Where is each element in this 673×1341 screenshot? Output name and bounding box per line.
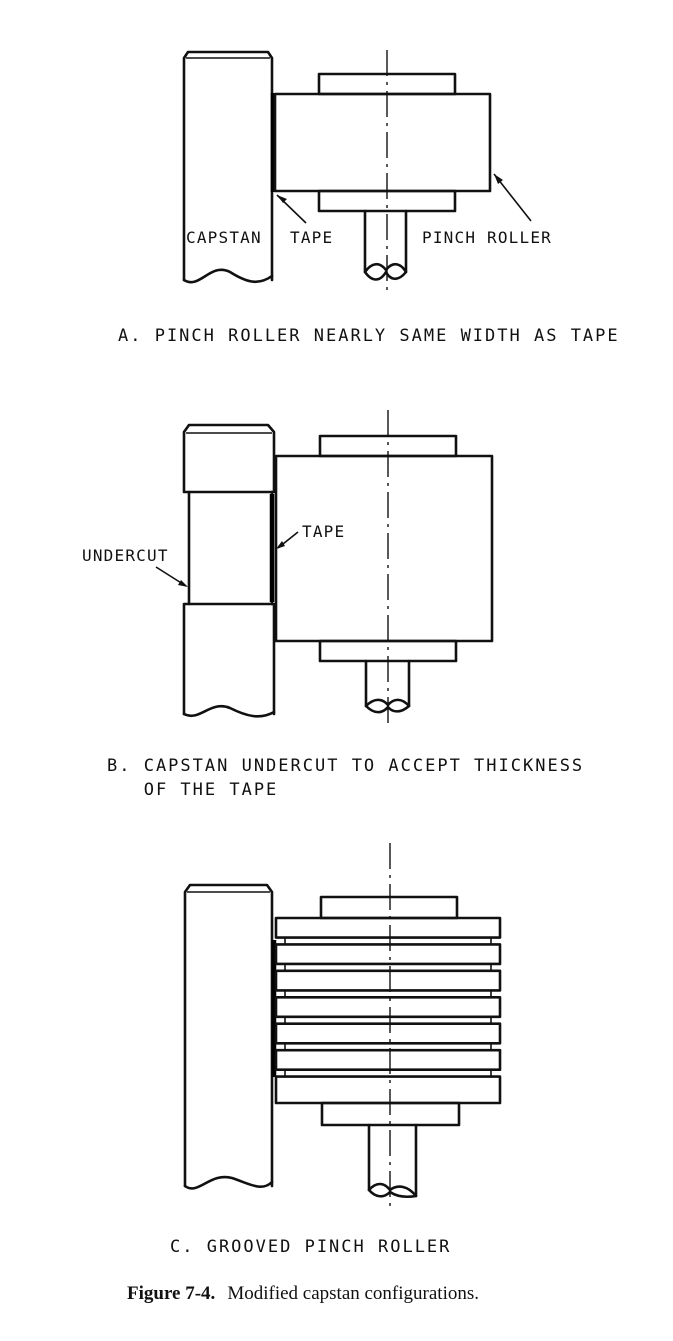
roller-band [274,943,502,966]
axle-break-line [363,262,408,281]
undercut-arrow-icon [178,580,188,587]
roller-grooves [284,936,492,1078]
roller-band [274,1075,502,1105]
roller-axle [364,659,411,708]
label-pinch-roller: PINCH ROLLER [422,228,552,247]
tape-arrow-icon [276,541,285,549]
roller-band [274,1048,502,1071]
roller-band [274,916,502,939]
pinch-roller [273,92,492,193]
panel-c: C. GROOVED PINCH ROLLER [170,843,502,1257]
caption-a: A. PINCH ROLLER NEARLY SAME WIDTH AS TAP… [118,326,620,346]
roller-axle [363,209,408,274]
figure-number: Figure 7-4. [127,1283,215,1304]
capstan-break-line [182,268,274,284]
axle-break-line [364,698,411,714]
pinch-roller [274,454,494,643]
label-undercut: UNDERCUT [82,546,169,565]
caption-b-line-2: OF THE TAPE [107,780,278,800]
capstan-break-line [183,1175,274,1190]
capstan-break-line [182,704,276,718]
label-capstan: CAPSTAN [186,228,262,247]
roller-hub-top [319,895,459,920]
roller-axle [367,1123,418,1198]
label-tape: TAPE [302,522,345,541]
caption-c: C. GROOVED PINCH ROLLER [170,1237,451,1257]
pinch-roller-arrow-icon [494,174,503,184]
panel-b: TAPE UNDERCUT B. CAPSTAN UNDERCUT TO ACC… [82,410,584,800]
capstan-upper [182,423,276,494]
caption-b-line-1: B. CAPSTAN UNDERCUT TO ACCEPT THICKNESS [107,756,584,776]
figure-title: Modified capstan configurations. [227,1283,479,1304]
figure-caption: Figure 7-4. Modified capstan configurati… [127,1283,479,1304]
roller-bands [274,916,502,1105]
capstan-undercut [187,490,274,606]
label-tape: TAPE [290,228,333,247]
capstan-lower [182,602,276,716]
panel-a: CAPSTAN TAPE PINCH ROLLER A. PINCH ROLLE… [118,50,620,346]
capstan-shaft [183,883,274,1188]
axle-break-line [367,1182,418,1199]
roller-band [274,1022,502,1045]
tape-arrow-icon [277,195,287,203]
roller-band [274,995,502,1019]
roller-band [274,969,502,992]
